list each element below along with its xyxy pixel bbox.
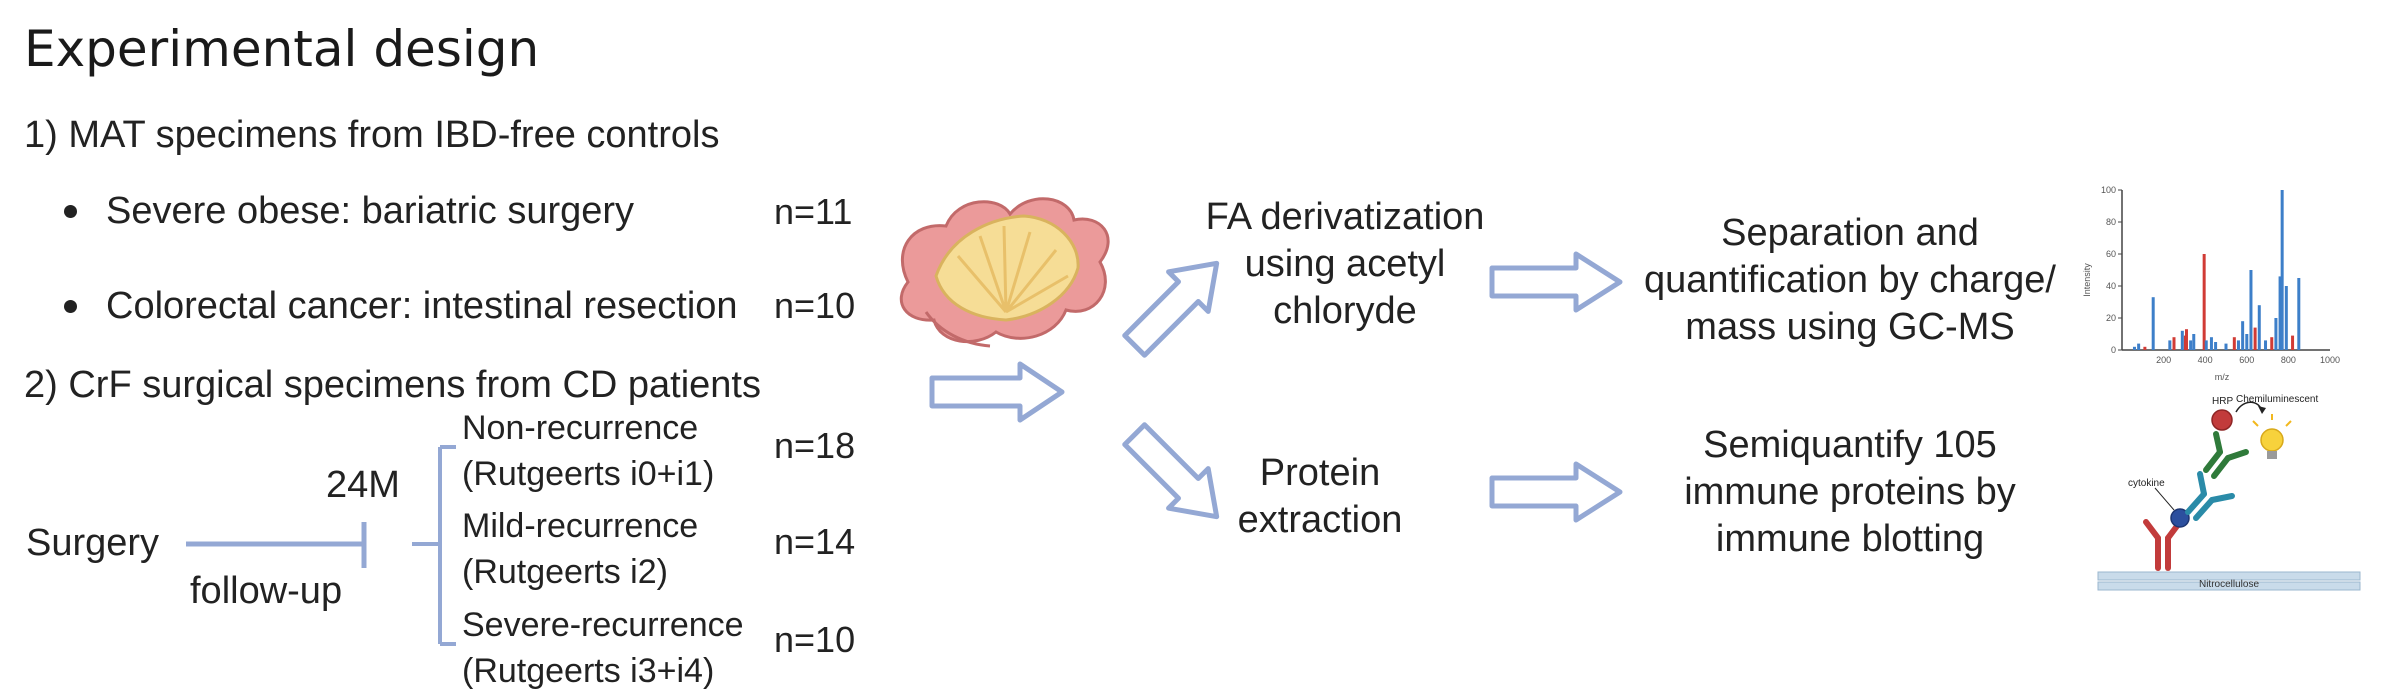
recurrence-name: Severe-recurrence xyxy=(462,606,744,644)
rutgeerts-score: (Rutgeerts i2) xyxy=(462,553,668,591)
rutgeerts-score: (Rutgeerts i0+i1) xyxy=(462,455,715,493)
recurrence-group: Severe-recurrence (Rutgeerts i3+i4) xyxy=(462,602,744,694)
spectrum-peak xyxy=(2270,337,2274,350)
spectrum-peak xyxy=(2274,318,2278,350)
spectrum-peak xyxy=(2189,340,2193,350)
cytokine-label: cytokine xyxy=(2128,478,2165,489)
surgery-label: Surgery xyxy=(26,522,160,564)
x-tick-label: 600 xyxy=(2239,355,2254,365)
x-tick-label: 800 xyxy=(2281,355,2296,365)
spectrum-peak xyxy=(2280,190,2284,350)
spectrum-peak xyxy=(2209,337,2213,350)
spectrum-peak xyxy=(2257,305,2261,350)
bullet-icon xyxy=(64,300,77,313)
spectrum-peak xyxy=(2192,334,2196,350)
control-group-label: Colorectal cancer: intestinal resection xyxy=(106,285,738,327)
recurrence-name: Mild-recurrence xyxy=(462,507,699,545)
x-ticks: 200 400 600 800 1000 xyxy=(2156,355,2340,365)
hrp-label: HRP xyxy=(2212,396,2233,407)
spectrum-peak xyxy=(2249,270,2253,350)
spectrum-peak xyxy=(2151,297,2155,350)
control-group-n: n=10 xyxy=(774,285,856,326)
recurrence-group: Mild-recurrence (Rutgeerts i2) xyxy=(462,503,698,595)
duration-label: 24M xyxy=(326,464,400,506)
spectrum-peak xyxy=(2180,330,2184,350)
spectrum-peak xyxy=(2172,337,2176,350)
recurrence-n: n=18 xyxy=(774,425,856,466)
y-tick-label: 20 xyxy=(2106,313,2116,323)
spectrum-peak xyxy=(2278,276,2282,350)
spectrum-peak xyxy=(2236,340,2240,350)
x-tick-label: 200 xyxy=(2156,355,2171,365)
spectrum-peak xyxy=(2297,278,2301,350)
immunoblot-step: Semiquantify 105 immune proteins by immu… xyxy=(1684,424,2016,560)
section2-heading: 2) CrF surgical specimens from CD patien… xyxy=(24,364,761,406)
recurrence-bracket xyxy=(412,445,456,646)
mesentery-tissue-icon xyxy=(899,197,1110,348)
recurrence-n: n=14 xyxy=(774,521,856,562)
y-tick-label: 40 xyxy=(2106,281,2116,291)
y-tick-label: 0 xyxy=(2111,345,2116,355)
spectrum-peak xyxy=(2132,346,2136,350)
arrow-icon xyxy=(1122,422,1220,520)
recurrence-name: Non-recurrence xyxy=(462,409,699,447)
y-tick-label: 80 xyxy=(2106,217,2116,227)
followup-timeline xyxy=(186,522,367,568)
spectrum-y-label: Intensity xyxy=(2082,263,2092,297)
spectrum-peak xyxy=(2232,337,2236,350)
recurrence-n: n=10 xyxy=(774,619,856,660)
x-tick-label: 1000 xyxy=(2320,355,2340,365)
membrane-label: Nitrocellulose xyxy=(2199,579,2259,590)
arrow-icon xyxy=(929,361,1065,423)
section1-heading: 1) MAT specimens from IBD-free controls xyxy=(24,114,720,156)
spectrum-peak xyxy=(2184,329,2188,350)
lightbulb-icon xyxy=(2252,414,2292,459)
spectrum-peak xyxy=(2224,343,2228,350)
recurrence-group: Non-recurrence (Rutgeerts i0+i1) xyxy=(462,405,714,497)
spectrum-x-label: m/z xyxy=(2215,372,2230,382)
spectrum-peak xyxy=(2284,286,2288,350)
arrow-icon xyxy=(1122,260,1220,358)
spectrum-peaks xyxy=(2132,190,2301,350)
bullet-icon xyxy=(64,205,77,218)
spectrum-peak xyxy=(2291,335,2295,350)
protein-extraction-step: Protein extraction xyxy=(1237,452,1403,541)
spectrum-peak xyxy=(2137,343,2141,350)
control-group-n: n=11 xyxy=(774,191,853,232)
chemiluminescent-label: Chemiluminescent xyxy=(2236,394,2318,405)
control-group-label: Severe obese: bariatric surgery xyxy=(106,190,635,232)
spectrum-peak xyxy=(2214,342,2218,350)
y-tick-label: 60 xyxy=(2106,249,2116,259)
spectrum-peak xyxy=(2202,254,2206,350)
x-tick-label: 400 xyxy=(2198,355,2213,365)
page-title: Experimental design xyxy=(24,20,540,78)
spectrum-peak xyxy=(2253,327,2257,350)
y-ticks: 0 20 40 60 80 100 xyxy=(2101,185,2122,355)
rutgeerts-score: (Rutgeerts i3+i4) xyxy=(462,652,715,690)
spectrum-peak xyxy=(2168,340,2172,350)
arrow-icon xyxy=(1489,461,1623,523)
y-tick-label: 100 xyxy=(2101,185,2116,195)
spectrum-peak xyxy=(2245,334,2249,350)
gcms-step: Separation and quantification by charge/… xyxy=(1644,212,2056,348)
spectrum-peak xyxy=(2143,346,2147,350)
arrow-icon xyxy=(1489,251,1623,313)
fa-derivatization-step: FA derivatization using acetyl chloryde xyxy=(1205,196,1485,332)
spectrum-peak xyxy=(2204,340,2208,350)
spectrum-peak xyxy=(2264,340,2268,350)
followup-label: follow-up xyxy=(190,570,343,612)
spectrum-peak xyxy=(2241,321,2245,350)
immunoblot-icon: Nitrocellulose cytokine HRP xyxy=(2097,394,2361,591)
